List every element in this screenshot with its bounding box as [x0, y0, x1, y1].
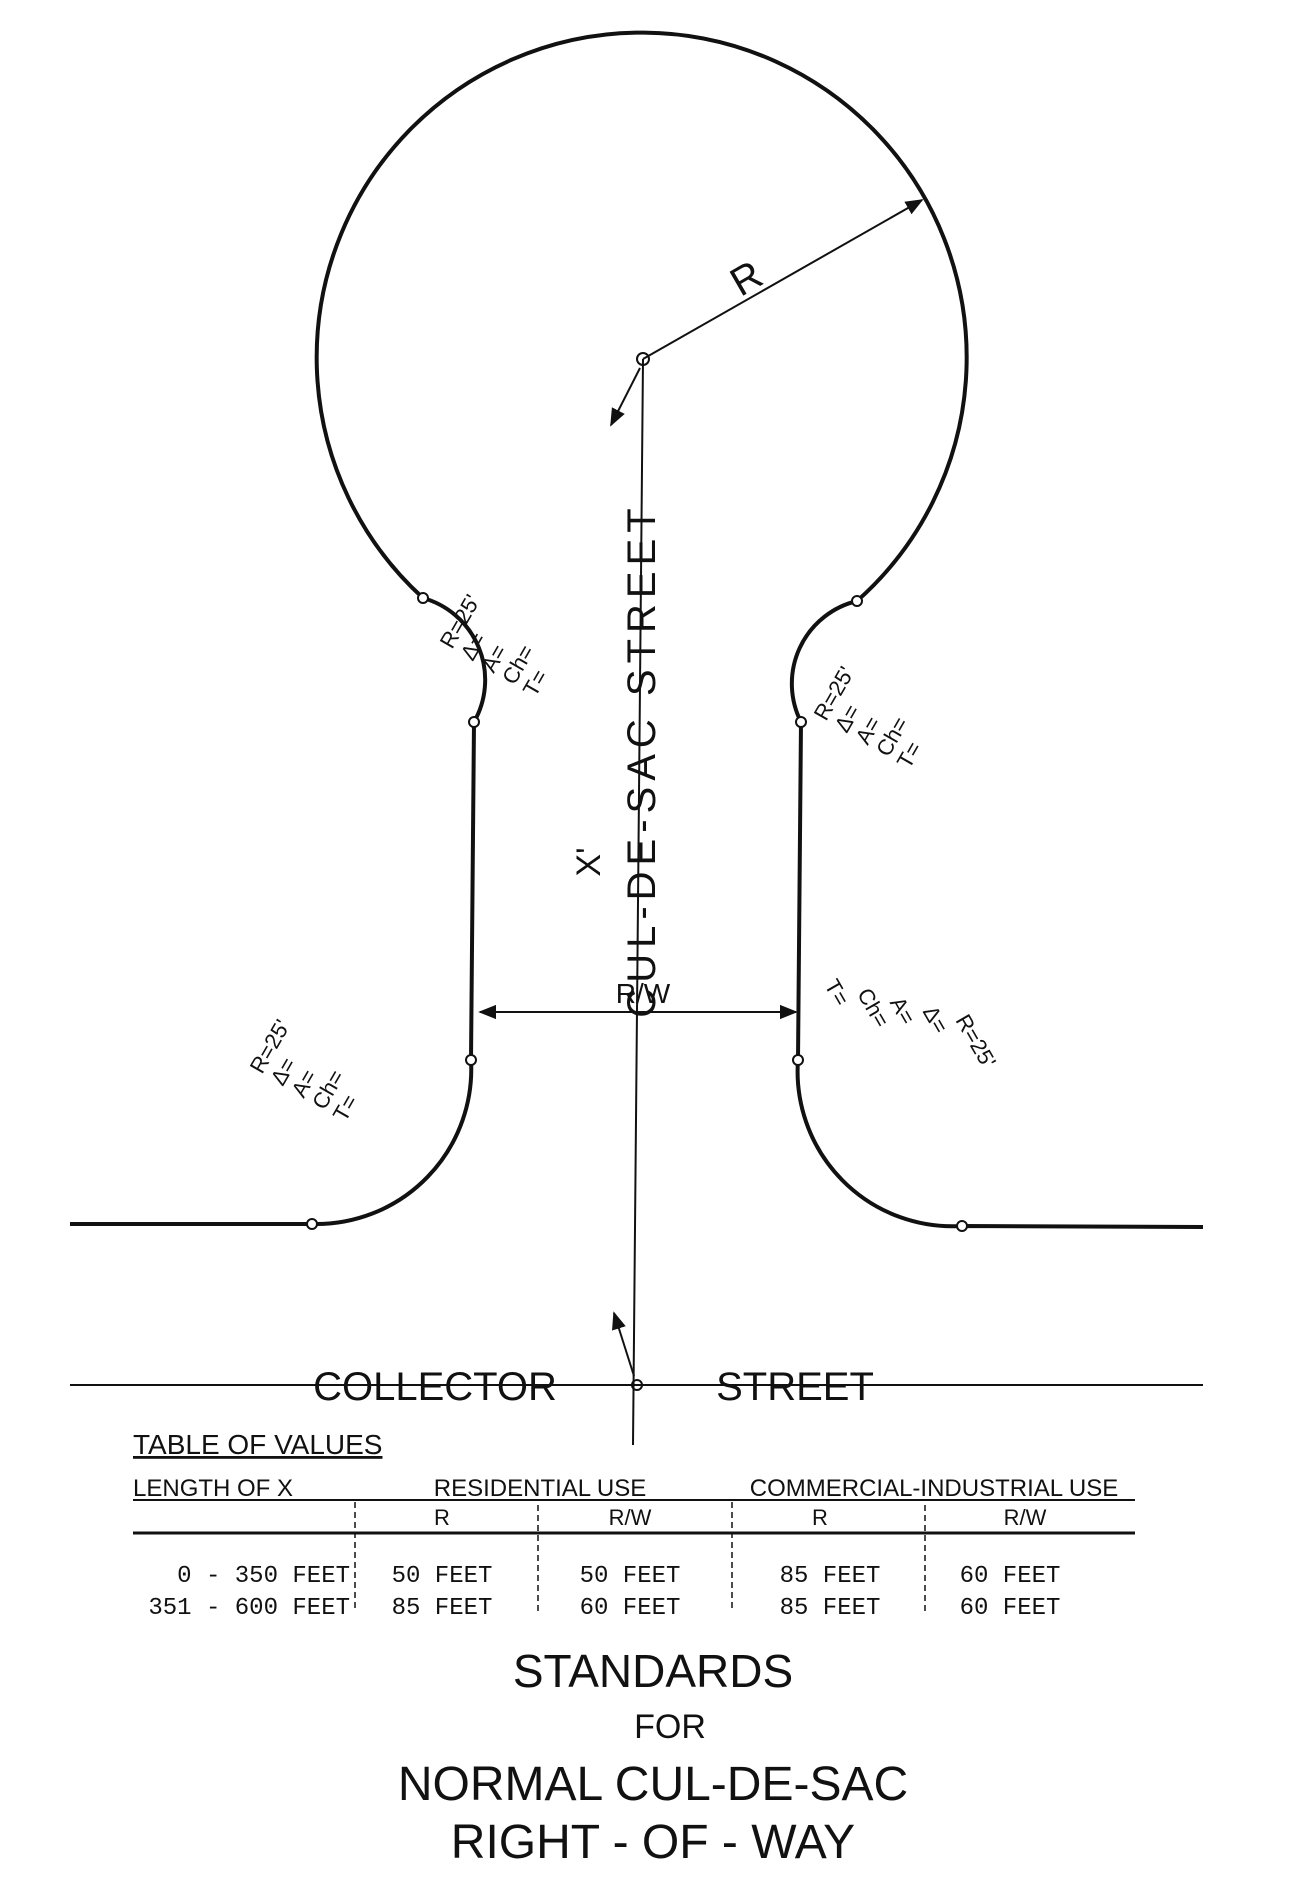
direction-arrow-top	[610, 367, 641, 427]
cell-com-r: 85 FEET	[780, 1595, 881, 1622]
header-res-r: R	[434, 1505, 450, 1530]
cell-com-rw: 60 FEET	[960, 1595, 1061, 1622]
header-length: LENGTH OF X	[133, 1475, 293, 1502]
curve-data-upper-right: R=25' Δ= A= Ch= T=	[809, 662, 927, 772]
cell-com-rw: 60 FEET	[960, 1563, 1061, 1590]
header-residential: RESIDENTIAL USE	[434, 1475, 647, 1502]
title-line-1: STANDARDS	[513, 1645, 793, 1697]
curve-data-line: Δ=	[918, 1001, 953, 1037]
rw-label: R/W	[616, 978, 671, 1009]
length-x-label: X'	[570, 847, 608, 876]
title-line-3: NORMAL CUL-DE-SAC	[398, 1758, 908, 1811]
header-res-rw: R/W	[609, 1505, 652, 1530]
cell-res-rw: 50 FEET	[580, 1563, 681, 1590]
curve-data-line: R=25'	[951, 1010, 1001, 1072]
cell-res-r: 85 FEET	[392, 1595, 493, 1622]
cell-com-r: 85 FEET	[780, 1563, 881, 1590]
curve-data-line: Ch=	[852, 984, 894, 1032]
curve-data-lower-left: R=25' Δ= A= Ch= T=	[245, 1015, 363, 1125]
direction-arrow-bottom	[612, 1311, 635, 1377]
cul-de-sac-street-label: CUL-DE-SAC STREET	[620, 502, 664, 1017]
cell-length: 0 - 350 FEET	[177, 1563, 350, 1590]
column-dividers	[354, 1502, 926, 1612]
curve-points	[306, 352, 968, 1391]
cell-res-rw: 60 FEET	[580, 1595, 681, 1622]
radius-arrow	[642, 199, 924, 360]
header-com-rw: R/W	[1004, 1505, 1047, 1530]
curve-data-upper-left: R=25' Δ= A= Ch= T=	[435, 590, 553, 700]
table-row: 351 - 600 FEET 85 FEET 60 FEET 85 FEET 6…	[148, 1595, 1060, 1622]
collector-street-label: STREET	[716, 1365, 874, 1409]
radius-label: R	[723, 252, 770, 305]
collector-label: COLLECTOR	[313, 1365, 557, 1409]
right-of-way-outline	[70, 30, 1204, 1229]
table-title: TABLE OF VALUES	[133, 1429, 382, 1460]
cell-length: 351 - 600 FEET	[148, 1595, 350, 1622]
center-line	[632, 358, 644, 1446]
curve-data-line: T=	[820, 975, 855, 1010]
header-com-r: R	[812, 1505, 828, 1530]
table-row: 0 - 350 FEET 50 FEET 50 FEET 85 FEET 60 …	[177, 1563, 1060, 1590]
cell-res-r: 50 FEET	[392, 1563, 493, 1590]
title-line-4: RIGHT - OF - WAY	[451, 1816, 855, 1869]
title-line-2: FOR	[634, 1708, 706, 1746]
curve-data-lower-right-block: R=25' Δ= A= Ch= T=	[820, 975, 1001, 1072]
header-commercial: COMMERCIAL-INDUSTRIAL USE	[750, 1475, 1118, 1502]
